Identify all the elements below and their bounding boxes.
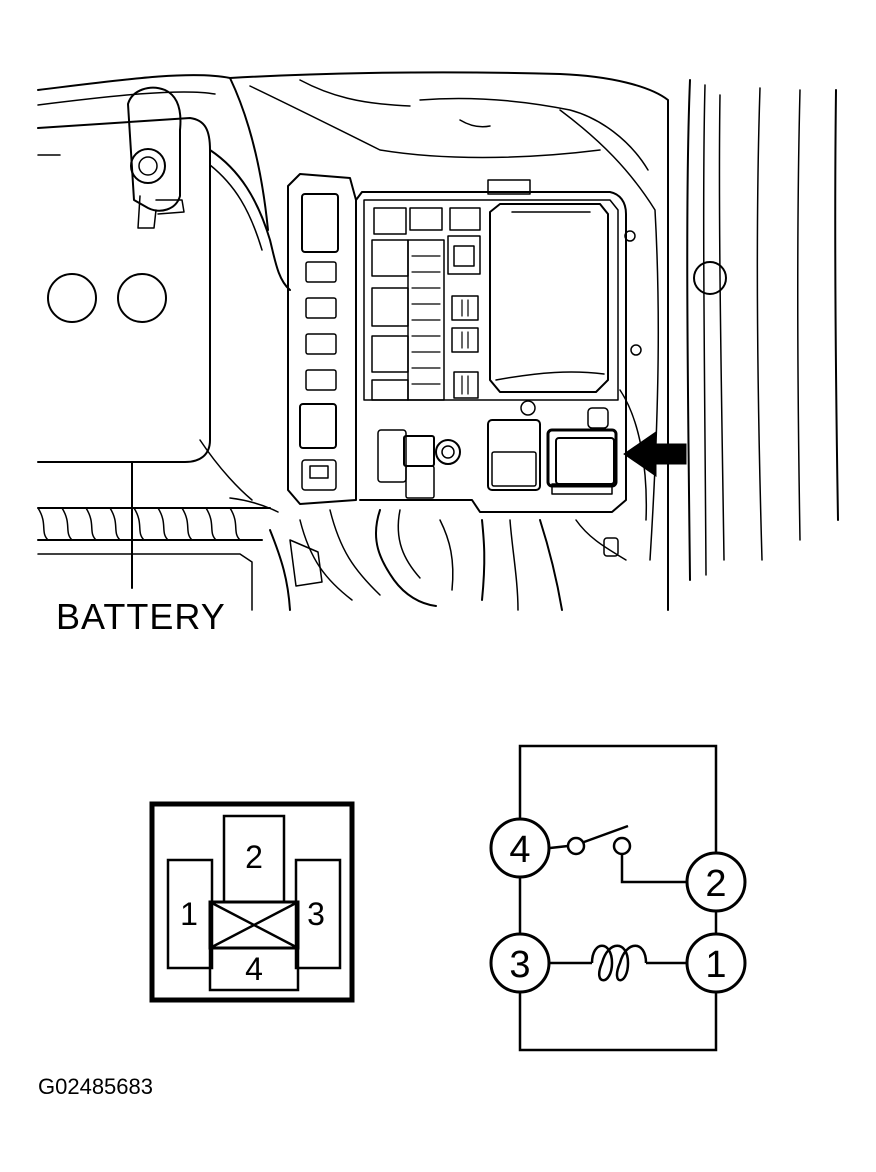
connector-pin-3: 3 (307, 896, 325, 932)
wire-to-switch (549, 844, 569, 850)
connector-pin-1: 1 (180, 896, 198, 932)
switch-contact-left (566, 836, 586, 856)
wire-top (518, 744, 718, 852)
relay-schematic: 4 2 3 1 (489, 744, 747, 1052)
connector-pin-2: 2 (245, 839, 263, 875)
pointer-arrow-icon (623, 431, 687, 477)
coil-icon (590, 944, 648, 982)
pin-slot-1 (166, 858, 214, 970)
terminal-2-circle (685, 851, 747, 913)
wire-bottom (518, 992, 718, 1052)
connector-pin-4: 4 (245, 951, 263, 987)
pin-slot-4 (208, 946, 300, 992)
terminal-1-circle (685, 932, 747, 994)
terminal-4-circle (489, 817, 551, 879)
terminal-1-label: 1 (705, 944, 726, 986)
engine-bay-illustration (37, 71, 839, 611)
figure-id: G02485683 (38, 1074, 153, 1099)
center-x-mark (209, 900, 299, 950)
terminal-2-label: 2 (705, 863, 726, 905)
wire-switch-to-2 (620, 854, 686, 884)
relay-connector-view: 2 1 3 4 (149, 801, 355, 1003)
pin-slot-3 (294, 858, 342, 970)
connector-frame (149, 801, 355, 1003)
switch-contact-right (612, 836, 632, 856)
terminal-3-label: 3 (509, 944, 530, 986)
terminal-4-label: 4 (509, 829, 530, 871)
switch-blade (583, 824, 629, 844)
battery-callout-label: BATTERY (56, 596, 226, 637)
terminal-3-circle (489, 932, 551, 994)
